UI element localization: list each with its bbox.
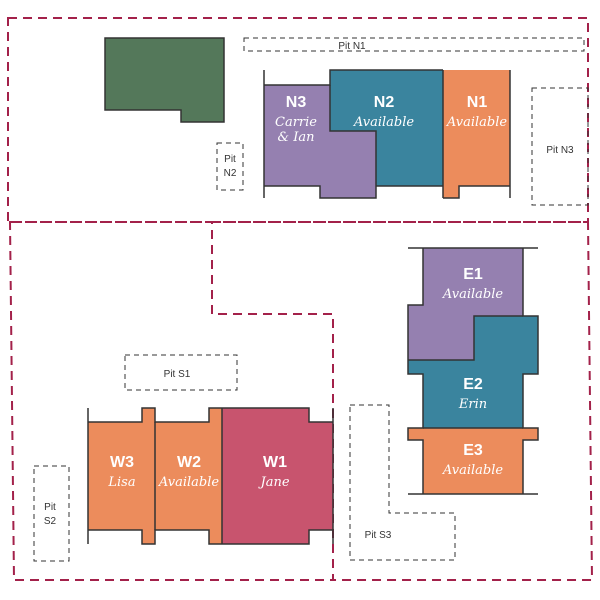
pit-s2-label-line2: S2 — [44, 516, 57, 527]
unit-w2-status: Available — [158, 475, 220, 490]
unit-n2-status: Available — [353, 115, 415, 130]
unit-w1-status: Jane — [257, 475, 289, 490]
unit-e2-status: Erin — [458, 397, 487, 412]
lot-boundaries — [7, 17, 594, 581]
unit-e1[interactable]: E1 Available — [408, 248, 523, 360]
unit-e3[interactable]: E3 Available — [408, 428, 538, 494]
unit-n2-shape — [330, 70, 443, 186]
unit-w2-id: W2 — [177, 454, 201, 471]
unit-w2-shape — [155, 408, 222, 544]
unit-e2-id: E2 — [463, 376, 483, 393]
unit-e3-shape — [408, 428, 538, 494]
pit-n3-label: Pit N3 — [546, 145, 574, 156]
pit-s3-outline — [349, 404, 456, 561]
unit-e3-status: Available — [442, 463, 504, 478]
pit-s1-label: Pit S1 — [164, 369, 191, 380]
pit-n3-outline — [531, 87, 589, 206]
unit-w2[interactable]: W2 Available — [155, 408, 222, 544]
unit-n2-id: N2 — [374, 94, 395, 111]
unit-n1-status: Available — [446, 115, 508, 130]
north-block-outlines — [263, 69, 511, 199]
pit-n1-label: Pit N1 — [338, 41, 366, 52]
pit-s2-outline — [33, 465, 70, 562]
green-building — [104, 37, 225, 123]
unit-e1-shape — [408, 248, 523, 360]
east-block-outlines — [407, 247, 539, 495]
unit-w1-id: W1 — [263, 454, 287, 471]
unit-n1-shape — [443, 70, 510, 198]
unit-e2[interactable]: E2 Erin — [408, 316, 538, 428]
unit-e1-id: E1 — [463, 266, 483, 283]
unit-w1[interactable]: W1 Jane — [222, 408, 333, 544]
west-block-outlines — [87, 407, 334, 545]
pit-s3-label: Pit S3 — [365, 530, 392, 541]
pit-n2-outline — [216, 142, 244, 191]
north-lot-boundary — [7, 17, 589, 223]
pit-s1-outline — [124, 354, 238, 391]
unit-n1[interactable]: N1 Available — [443, 70, 510, 198]
unit-n3-id: N3 — [286, 94, 307, 111]
unit-e2-shape — [408, 316, 538, 428]
unit-n2[interactable]: N2 Available — [330, 70, 443, 186]
unit-n3-occupant-line2: & Ian — [278, 130, 315, 145]
unit-w3[interactable]: W3 Lisa — [88, 408, 155, 544]
unit-w1-shape — [222, 408, 333, 544]
pit-n1-outline — [243, 37, 585, 52]
unit-e3-id: E3 — [463, 442, 483, 459]
unit-n3-shape — [264, 85, 376, 198]
unit-n3[interactable]: N3 Carrie & Ian — [264, 85, 376, 198]
unit-e1-status: Available — [442, 287, 504, 302]
pit-s2-label-line1: Pit — [44, 502, 56, 513]
unit-n3-occupant-line1: Carrie — [275, 115, 317, 130]
unit-w3-shape — [88, 408, 155, 544]
pit-n2-label-line1: Pit — [224, 154, 236, 165]
unit-w3-status: Lisa — [107, 475, 135, 490]
unit-w3-id: W3 — [110, 454, 134, 471]
pits — [33, 37, 589, 562]
east-lot-boundary — [212, 221, 594, 581]
unit-n1-id: N1 — [467, 94, 488, 111]
pit-n2-label-line2: N2 — [224, 168, 237, 179]
